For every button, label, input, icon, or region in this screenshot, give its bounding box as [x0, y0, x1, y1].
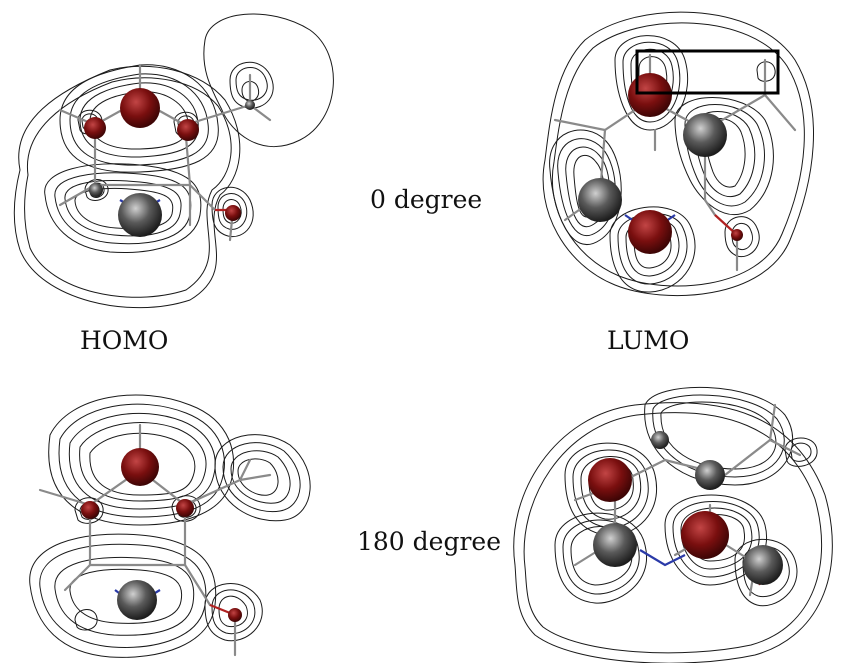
- lumo-180-degree-contour-map: [513, 386, 833, 663]
- orbital-lobes: [84, 88, 255, 237]
- lumo-0-degree-contour-map: [542, 11, 814, 297]
- label-angle-0: 0 degree: [370, 185, 483, 214]
- orbital-lobes: [81, 448, 242, 622]
- orbital-lobes: [578, 73, 743, 254]
- highlight-box: [635, 49, 780, 95]
- label-lumo: LUMO: [607, 326, 690, 355]
- homo-180-degree-contour-map: [29, 394, 311, 658]
- label-homo: HOMO: [80, 326, 169, 355]
- label-angle-180: 180 degree: [357, 527, 502, 556]
- homo-0-degree-contour-map: [13, 13, 334, 309]
- orbital-lobes: [588, 431, 783, 585]
